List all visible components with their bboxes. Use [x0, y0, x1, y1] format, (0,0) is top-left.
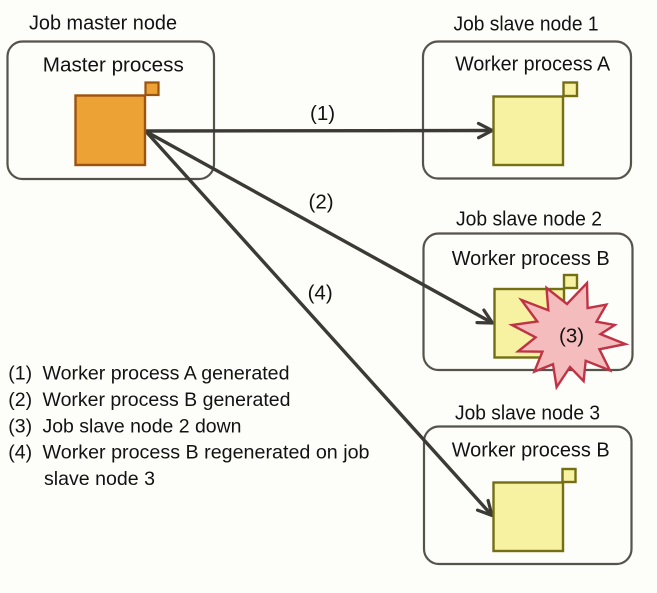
svg-text:(2): (2): [8, 389, 32, 411]
svg-text:(4): (4): [308, 281, 333, 304]
svg-text:Worker process B regenerated o: Worker process B regenerated on job: [43, 442, 370, 464]
svg-text:Worker process B generated: Worker process B generated: [43, 389, 291, 411]
svg-text:slave node 3: slave node 3: [44, 468, 155, 490]
svg-text:Master process: Master process: [43, 53, 184, 76]
svg-text:Job slave node 3: Job slave node 3: [455, 401, 600, 424]
svg-text:(3): (3): [8, 415, 32, 437]
svg-text:Worker process A: Worker process A: [455, 53, 610, 76]
svg-text:(3): (3): [559, 325, 584, 348]
svg-text:(1): (1): [8, 363, 32, 385]
svg-text:Job master node: Job master node: [29, 12, 177, 35]
svg-text:Worker process A generated: Worker process A generated: [43, 363, 290, 385]
svg-text:Worker process B: Worker process B: [452, 439, 610, 462]
svg-text:Job slave node 2: Job slave node 2: [456, 207, 602, 230]
svg-text:Job slave node 1: Job slave node 1: [454, 13, 599, 36]
svg-text:Job slave node 2 down: Job slave node 2 down: [43, 415, 242, 437]
svg-text:(4): (4): [8, 442, 32, 464]
svg-text:(2): (2): [309, 191, 334, 214]
svg-text:Worker process B: Worker process B: [452, 247, 610, 270]
svg-text:(1): (1): [310, 102, 335, 125]
